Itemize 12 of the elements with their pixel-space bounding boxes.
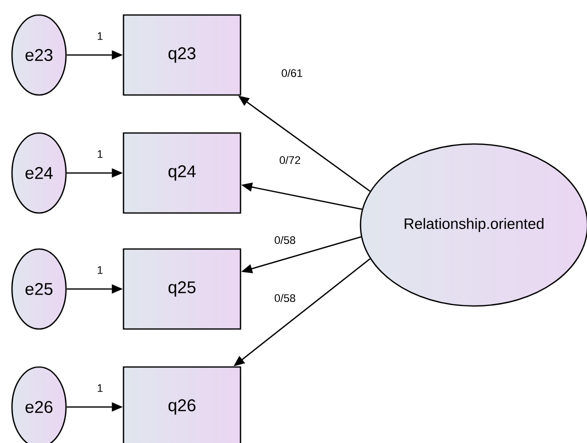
observed-variable-box: q25 — [122, 248, 242, 330]
edge-label: 1 — [96, 383, 104, 393]
edge-label: 0/61 — [280, 68, 304, 78]
edge-label: 0/72 — [278, 154, 302, 166]
edge-label: 1 — [96, 31, 104, 41]
observed-variable-box: q26 — [122, 366, 242, 443]
observed-variable-box: q24 — [122, 132, 242, 214]
edge-label: 0/58 — [273, 292, 297, 304]
edge-label: 0/58 — [273, 234, 297, 246]
edge-label: 1 — [96, 149, 104, 159]
edge-label: 1 — [96, 265, 104, 275]
observed-variable-box: q23 — [122, 14, 242, 96]
